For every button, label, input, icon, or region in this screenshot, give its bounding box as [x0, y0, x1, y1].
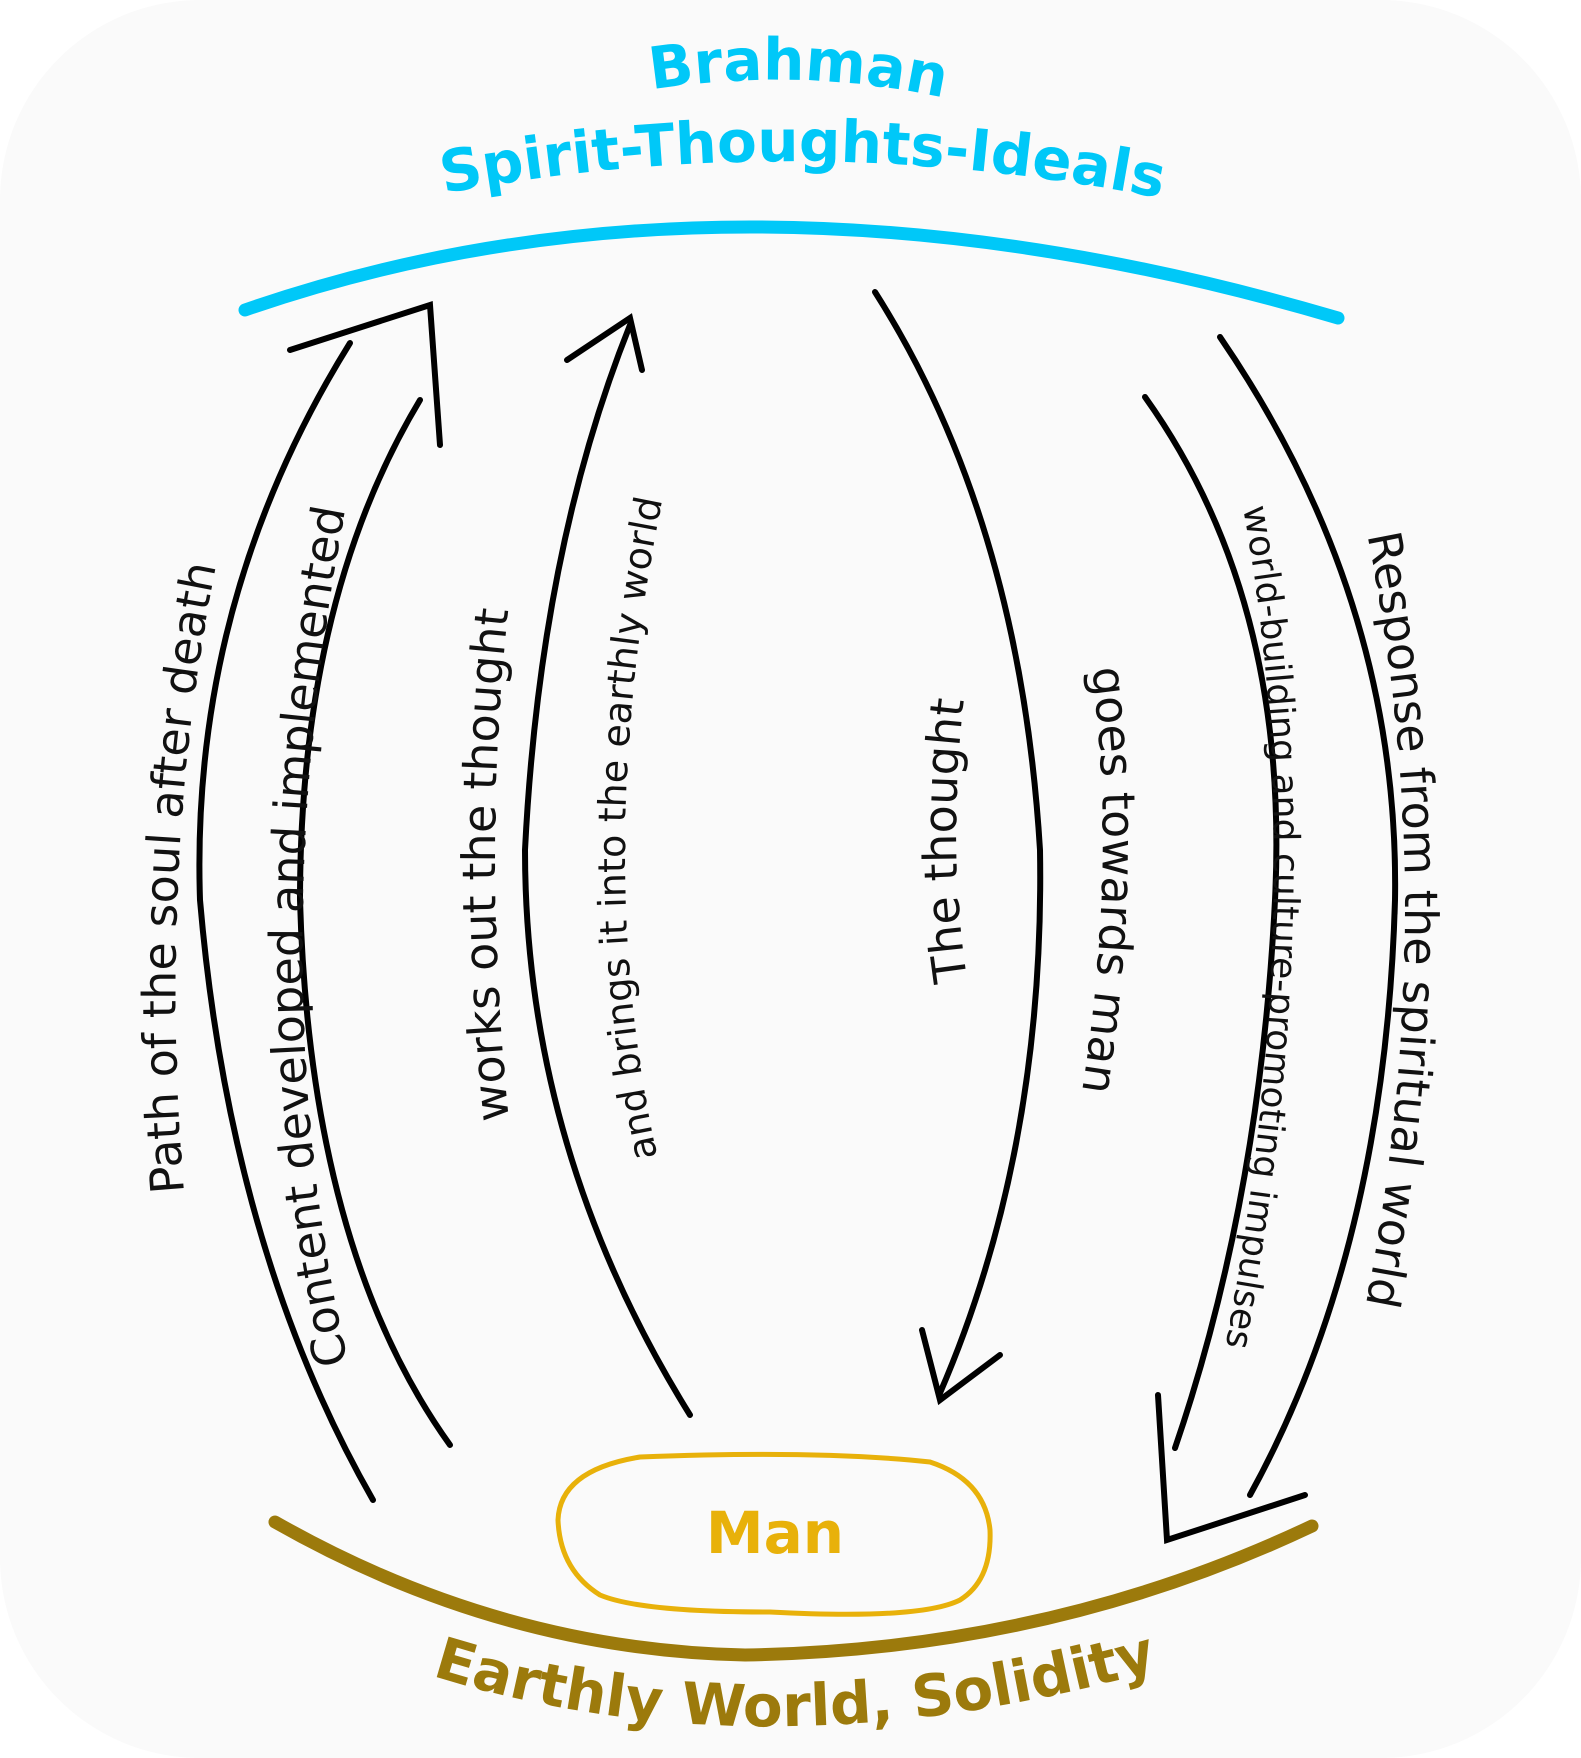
goes-towards-man-label: goes towards man	[1071, 663, 1146, 1098]
man-label: Man	[706, 1499, 844, 1567]
soul-path-label: Path of the soul after death	[132, 557, 226, 1196]
content-developed-label: Content developed and implemented	[259, 501, 358, 1372]
spirit-thoughts-ideals-title: Spirit-Thoughts-Ideals	[434, 107, 1171, 212]
response-arrow	[1142, 334, 1399, 1545]
world-building-impulses-label: world-building and culture-promoting imp…	[1217, 502, 1306, 1352]
brings-into-earthly-world-label: and brings it into the earthly world	[590, 493, 671, 1164]
works-out-arrow	[521, 313, 693, 1418]
the-thought-label: The thought	[913, 695, 978, 987]
spirit-arc	[238, 220, 1345, 325]
brahman-title: Brahman	[645, 26, 954, 112]
soul-path-arrow	[196, 300, 453, 1503]
response-from-spiritual-world-label: Response from the spiritual world	[1355, 527, 1448, 1313]
earth-arc	[268, 1515, 1319, 1662]
thought-down-arrow	[872, 289, 1044, 1406]
man-capsule-outline	[555, 1451, 993, 1617]
man-node: Man	[555, 1451, 993, 1617]
works-out-label: works out the thought	[452, 605, 520, 1124]
earthly-world-label: Earthly World, Solidity	[428, 1617, 1162, 1740]
